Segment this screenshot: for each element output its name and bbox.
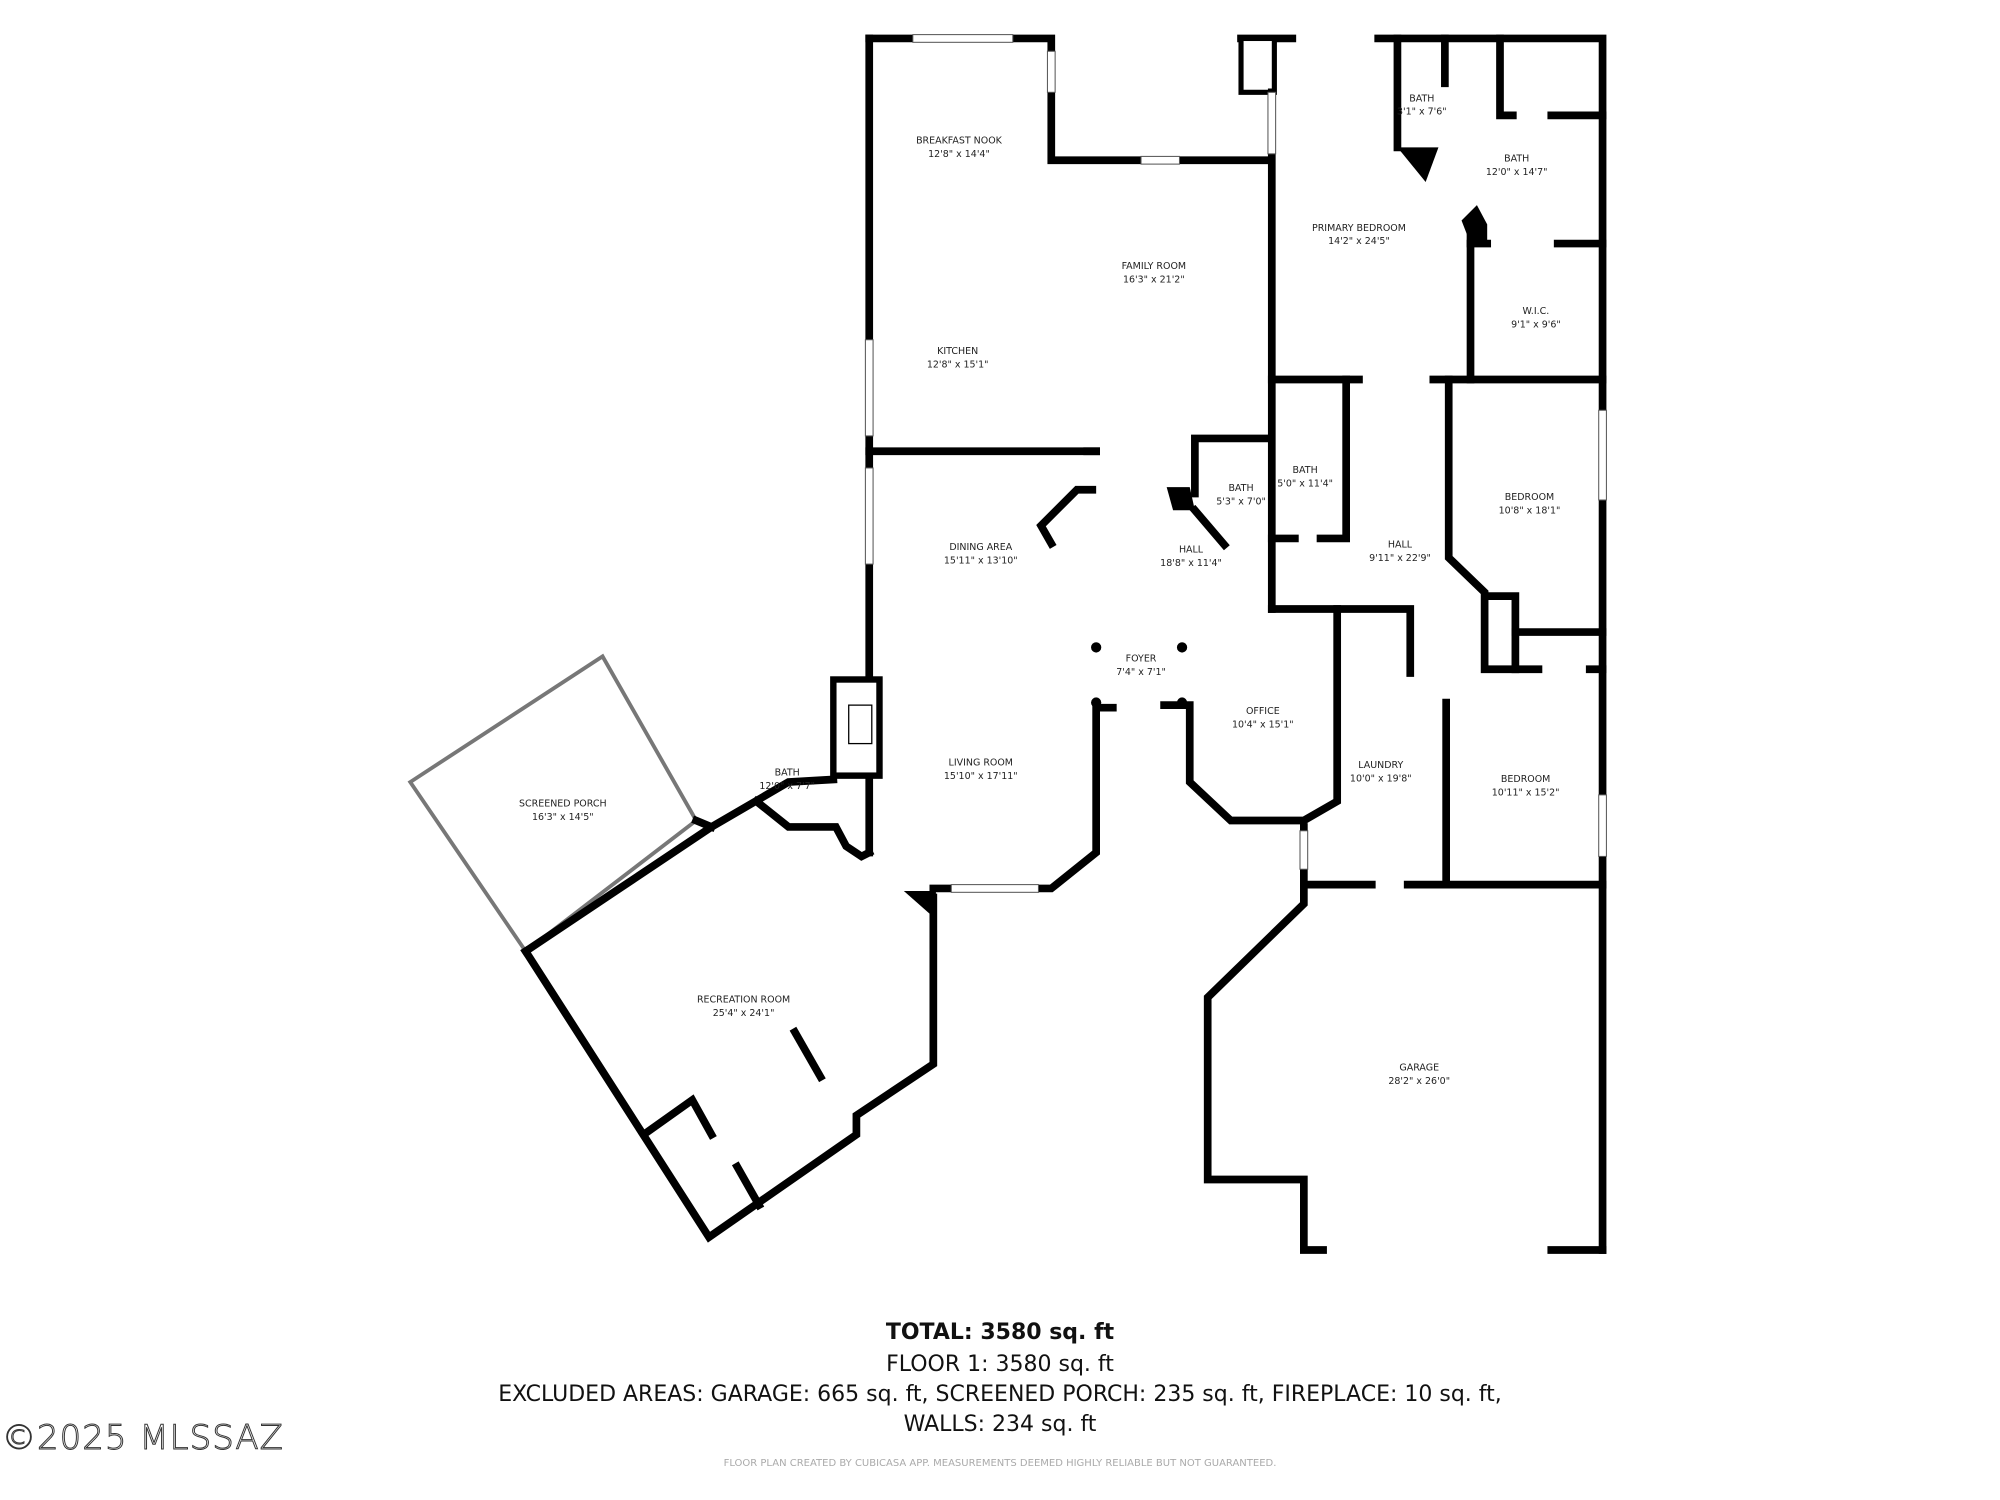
room-name-family-room: FAMILY ROOM xyxy=(1122,261,1186,272)
room-dimensions-hall-1: 18'8" x 11'4" xyxy=(1160,558,1222,569)
room-name-garage: GARAGE xyxy=(1399,1063,1439,1074)
room-name-bedroom-1: BEDROOM xyxy=(1505,492,1554,503)
room-name-bath-primary: BATH xyxy=(1504,154,1529,165)
room-dimensions-hall-2: 9'11" x 22'9" xyxy=(1369,553,1431,564)
room-dimensions-living-room: 15'10" x 17'11" xyxy=(944,771,1018,782)
walls xyxy=(407,34,1607,1254)
room-name-dining-area: DINING AREA xyxy=(949,542,1012,553)
column xyxy=(1176,697,1188,708)
room-dimensions-primary-bedroom: 14'2" x 24'5" xyxy=(1328,236,1390,247)
column xyxy=(1091,642,1102,653)
room-dimensions-bath-hall-2: 5'0" x 11'4" xyxy=(1277,479,1333,490)
room-dimensions-family-room: 16'3" x 21'2" xyxy=(1123,275,1185,286)
dark-corner xyxy=(903,891,936,920)
windows xyxy=(864,34,1607,893)
room-name-kitchen: KITCHEN xyxy=(937,346,978,357)
excluded-areas: EXCLUDED AREAS: GARAGE: 665 sq. ft, SCRE… xyxy=(498,1382,1502,1407)
watermark: ©2025 MLSSAZ xyxy=(2,1418,284,1459)
room-dimensions-bath-small: 3'1" x 7'6" xyxy=(1397,107,1447,118)
column xyxy=(1091,697,1102,708)
room-name-bath-rec: BATH xyxy=(775,768,800,779)
room-dimensions-office: 10'4" x 15'1" xyxy=(1232,720,1294,731)
room-dimensions-dining-area: 15'11" x 13'10" xyxy=(944,555,1018,566)
room-name-wic: W.I.C. xyxy=(1523,306,1550,317)
room-dimensions-wic: 9'1" x 9'6" xyxy=(1511,320,1561,331)
walls-area: WALLS: 234 sq. ft xyxy=(903,1412,1097,1437)
room-name-laundry: LAUNDRY xyxy=(1358,760,1403,771)
column xyxy=(1176,642,1188,653)
room-dimensions-breakfast-nook: 12'8" x 14'4" xyxy=(928,149,990,160)
room-name-foyer: FOYER xyxy=(1126,654,1157,665)
fireplace-icon xyxy=(1238,35,1277,95)
room-labels: BREAKFAST NOOK 12'8" x 14'4" FAMILY ROOM 16… xyxy=(519,93,1561,1087)
room-dimensions-kitchen: 12'8" x 15'1" xyxy=(927,359,989,370)
room-name-bath-small: BATH xyxy=(1409,93,1434,104)
room-dimensions-bath-hall-1: 5'3" x 7'0" xyxy=(1216,496,1266,507)
room-dimensions-garage: 28'2" x 26'0" xyxy=(1388,1076,1450,1087)
room-name-breakfast-nook: BREAKFAST NOOK xyxy=(916,136,1003,147)
total-area: TOTAL: 3580 sq. ft xyxy=(885,1320,1115,1345)
room-name-office: OFFICE xyxy=(1246,706,1280,717)
room-dimensions-bath-primary: 12'0" x 14'7" xyxy=(1486,167,1548,178)
room-name-screened-porch: SCREENED PORCH xyxy=(519,798,607,809)
room-dimensions-laundry: 10'0" x 19'8" xyxy=(1350,773,1412,784)
room-dimensions-recreation-room: 25'4" x 24'1" xyxy=(713,1008,775,1019)
room-name-recreation-room: RECREATION ROOM xyxy=(697,995,790,1006)
dark-corner-hall xyxy=(1166,487,1195,511)
disclaimer: FLOOR PLAN CREATED BY CUBICASA APP. MEAS… xyxy=(723,1458,1277,1469)
room-dimensions-bedroom-1: 10'8" x 18'1" xyxy=(1499,505,1561,516)
floor-1-area: FLOOR 1: 3580 sq. ft xyxy=(886,1352,1114,1377)
room-name-living-room: LIVING ROOM xyxy=(949,757,1013,768)
room-name-primary-bedroom: PRIMARY BEDROOM xyxy=(1312,223,1406,234)
room-dimensions-bedroom-2: 10'11" x 15'2" xyxy=(1492,788,1560,799)
room-dimensions-foyer: 7'4" x 7'1" xyxy=(1116,667,1166,678)
room-dimensions-screened-porch: 16'3" x 14'5" xyxy=(532,812,594,823)
room-dimensions-bath-rec: 12'0" x 7'7" xyxy=(759,781,815,792)
room-name-bath-hall-2: BATH xyxy=(1293,465,1318,476)
room-name-bath-hall-1: BATH xyxy=(1228,483,1253,494)
room-name-hall-2: HALL xyxy=(1388,539,1413,550)
room-name-bedroom-2: BEDROOM xyxy=(1501,774,1550,785)
room-name-hall-1: HALL xyxy=(1179,545,1204,556)
